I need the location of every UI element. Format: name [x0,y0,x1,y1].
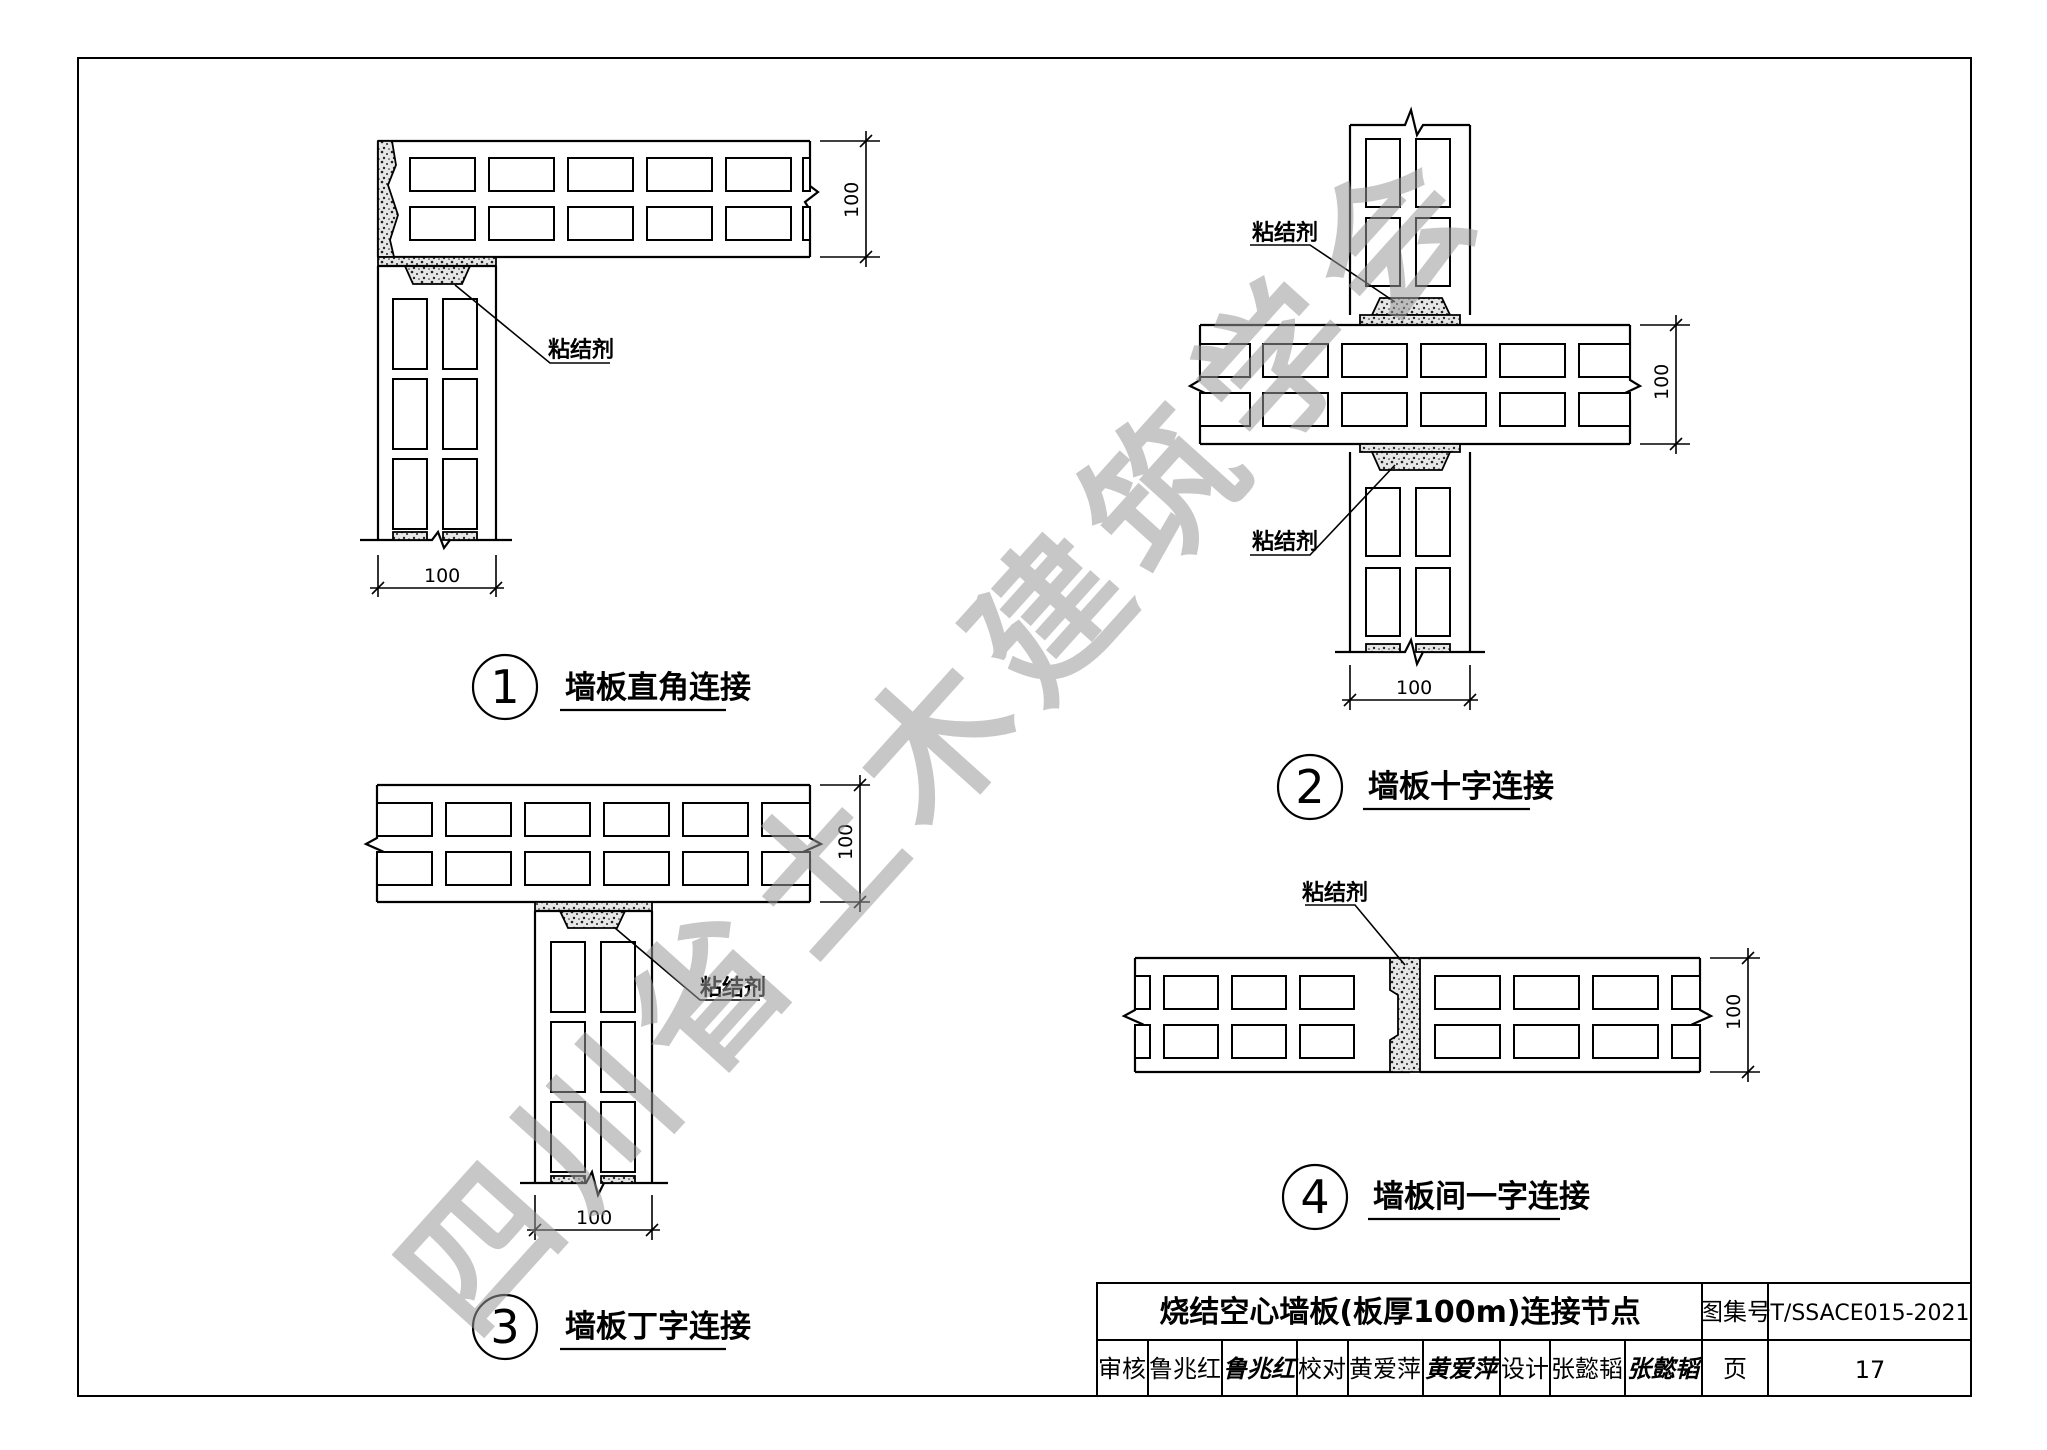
review-label: 审核 [1098,1355,1146,1383]
detail-3-width-dim: 100 [576,1207,612,1229]
checker-signature: 黄爱萍 [1425,1354,1501,1383]
detail-2-drawing [1187,106,1690,710]
detail-2-width-dim: 100 [1396,677,1432,699]
detail-4-caption: 墙板间一字连接 [1373,1179,1590,1215]
detail-4-adhesive-label: 粘结剂 [1302,880,1368,906]
detail-3-caption: 墙板丁字连接 [565,1309,751,1345]
detail-2-number-circle [1276,753,1344,821]
title-block [1096,1282,1972,1397]
detail-1-thickness-dim: 100 [841,182,863,218]
detail-3-number: 3 [490,1300,519,1354]
detail-2-caption: 墙板十字连接 [1368,769,1554,805]
detail-2-adhesive-label-bottom: 粘结剂 [1252,529,1318,555]
atlas-no: T/SSACE015-2021 [1769,1301,1969,1326]
detail-4-number-circle [1281,1163,1349,1231]
detail-2-number: 2 [1295,760,1324,814]
designer-name: 张懿韬 [1551,1355,1623,1383]
detail-4-thickness-dim: 100 [1723,994,1745,1030]
detail-1-number-circle [471,653,539,721]
sheet-frame [77,57,1972,1397]
detail-2-thickness-dim: 100 [1651,364,1673,400]
detail-2-horizontal-cells [1199,343,1631,427]
detail-1-caption: 墙板直角连接 [565,670,751,706]
detail-3-horizontal-cells [376,802,811,886]
reviewer-signature: 鲁兆红 [1223,1354,1299,1383]
title-block-title: 烧结空心墙板(板厚100m)连接节点 [1159,1295,1640,1330]
check-label: 校对 [1298,1355,1346,1383]
watermark: 四川省土木建筑学会 [367,111,1520,1364]
design-label: 设计 [1501,1355,1549,1383]
checker-name: 黄爱萍 [1349,1355,1421,1383]
detail-4-number: 4 [1300,1170,1329,1224]
detail-3-thickness-dim: 100 [835,824,857,860]
detail-3-adhesive-label: 粘结剂 [700,975,766,1001]
designer-signature: 张懿韬 [1627,1354,1703,1383]
detail-1-drawing [360,131,880,597]
page-number: 17 [1855,1356,1886,1384]
detail-4-drawing [1121,904,1760,1082]
detail-1-horizontal-cells [409,157,811,241]
page-label: 页 [1723,1355,1747,1383]
detail-1-number: 1 [490,660,519,714]
detail-2-adhesive-label-top: 粘结剂 [1252,220,1318,246]
detail-3-drawing [363,775,870,1240]
detail-3-number-circle [471,1293,539,1361]
detail-1-vertical-cells [392,298,478,530]
detail-1-adhesive-label: 粘结剂 [548,337,614,363]
reviewer-name: 鲁兆红 [1149,1355,1221,1383]
detail-1-width-dim: 100 [424,565,460,587]
atlas-no-label: 图集号 [1699,1298,1771,1326]
